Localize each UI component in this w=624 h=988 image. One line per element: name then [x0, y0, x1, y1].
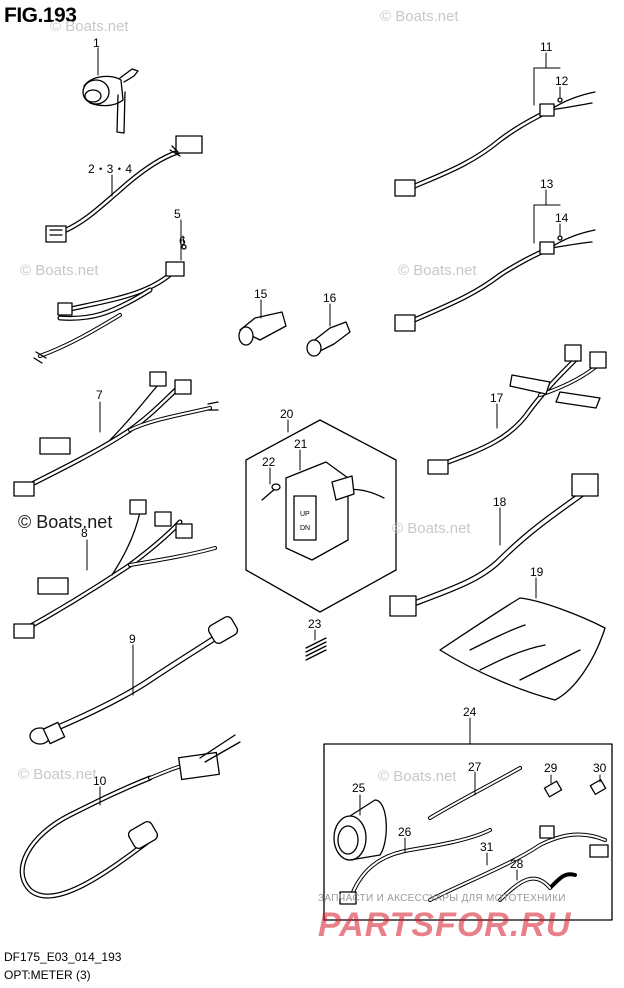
callout-2-3-4: 2・3・4: [88, 162, 132, 176]
callout-18: 18: [493, 495, 507, 509]
callout-29: 29: [544, 761, 558, 775]
switch-down-label: DN: [300, 525, 310, 532]
brand-tagline: ЗАПЧАСТИ И АКСЕССУАРЫ ДЛЯ МОТОТЕХНИКИ: [318, 893, 566, 904]
callout-13: 13: [540, 177, 554, 191]
part-28-cable[interactable]: [498, 872, 577, 902]
switch-up-label: UP: [300, 511, 310, 518]
callout-14: 14: [555, 211, 569, 225]
part-30-fitting[interactable]: [589, 779, 607, 795]
callout-7: 7: [96, 388, 103, 402]
part-22-screw[interactable]: [261, 483, 281, 501]
watermark-faint: © Boats.net: [20, 262, 99, 279]
part-20-switch-kit-box[interactable]: [245, 419, 397, 613]
callout-21: 21: [294, 437, 308, 451]
callout-8: 8: [81, 526, 88, 540]
watermark-main: © Boats.net: [18, 512, 113, 532]
callout-17: 17: [490, 391, 504, 405]
callout-19: 19: [530, 565, 544, 579]
part-17-harness[interactable]: [427, 344, 607, 475]
watermark-faint: © Boats.net: [378, 768, 457, 785]
part-5-harness[interactable]: [33, 261, 185, 364]
part-21-switch[interactable]: [285, 461, 385, 561]
callout-22: 22: [262, 455, 276, 469]
part-7-harness[interactable]: [13, 371, 219, 497]
part-8-harness[interactable]: [13, 499, 217, 639]
callout-16: 16: [323, 291, 337, 305]
brand-logo: PARTSFOR.RU: [318, 906, 572, 944]
callout-27: 27: [468, 760, 482, 774]
callout-20: 20: [280, 407, 294, 421]
part-31-harness[interactable]: [428, 825, 609, 902]
callout-10: 10: [93, 774, 107, 788]
callout-28: 28: [510, 857, 524, 871]
part-23-spring[interactable]: [305, 637, 327, 661]
part-11-harness[interactable]: [394, 91, 596, 197]
part-29-fitting[interactable]: [543, 780, 563, 798]
callout-6: 6: [179, 234, 186, 248]
callout-25: 25: [352, 781, 366, 795]
figure-title: FIG.193: [4, 4, 77, 27]
figure-name: OPT:METER (3): [4, 968, 91, 982]
callout-26: 26: [398, 825, 412, 839]
figure-code: DF175_E03_014_193: [4, 950, 122, 964]
callout-24: 24: [463, 705, 477, 719]
watermark-faint: © Boats.net: [398, 262, 477, 279]
part-18-cable[interactable]: [389, 473, 599, 617]
part-9-cable[interactable]: [29, 615, 239, 745]
callout-30: 30: [593, 761, 607, 775]
callout-5: 5: [174, 207, 181, 221]
part-15-fitting[interactable]: [238, 311, 287, 346]
part-10-cable[interactable]: [19, 734, 241, 899]
callout-9: 9: [129, 632, 136, 646]
part-25-meter[interactable]: [333, 799, 387, 861]
watermark-faint: © Boats.net: [50, 18, 129, 35]
watermark-faint: © Boats.net: [18, 766, 97, 783]
watermark-faint: © Boats.net: [380, 8, 459, 25]
part-1-cap[interactable]: [82, 68, 139, 134]
part-13-harness[interactable]: [394, 229, 596, 332]
part-19-bag[interactable]: [439, 597, 606, 701]
part-2-3-4-cable[interactable]: [45, 135, 203, 243]
callout-23: 23: [308, 617, 322, 631]
callout-31: 31: [480, 840, 494, 854]
part-16-fitting[interactable]: [306, 321, 351, 357]
callout-15: 15: [254, 287, 268, 301]
part-26-harness[interactable]: [339, 828, 492, 905]
callout-11: 11: [540, 40, 553, 54]
callout-12: 12: [555, 74, 569, 88]
callout-1: 1: [93, 36, 100, 50]
part-24-meter-kit-box[interactable]: [323, 743, 613, 921]
watermark-faint: © Boats.net: [392, 520, 471, 537]
